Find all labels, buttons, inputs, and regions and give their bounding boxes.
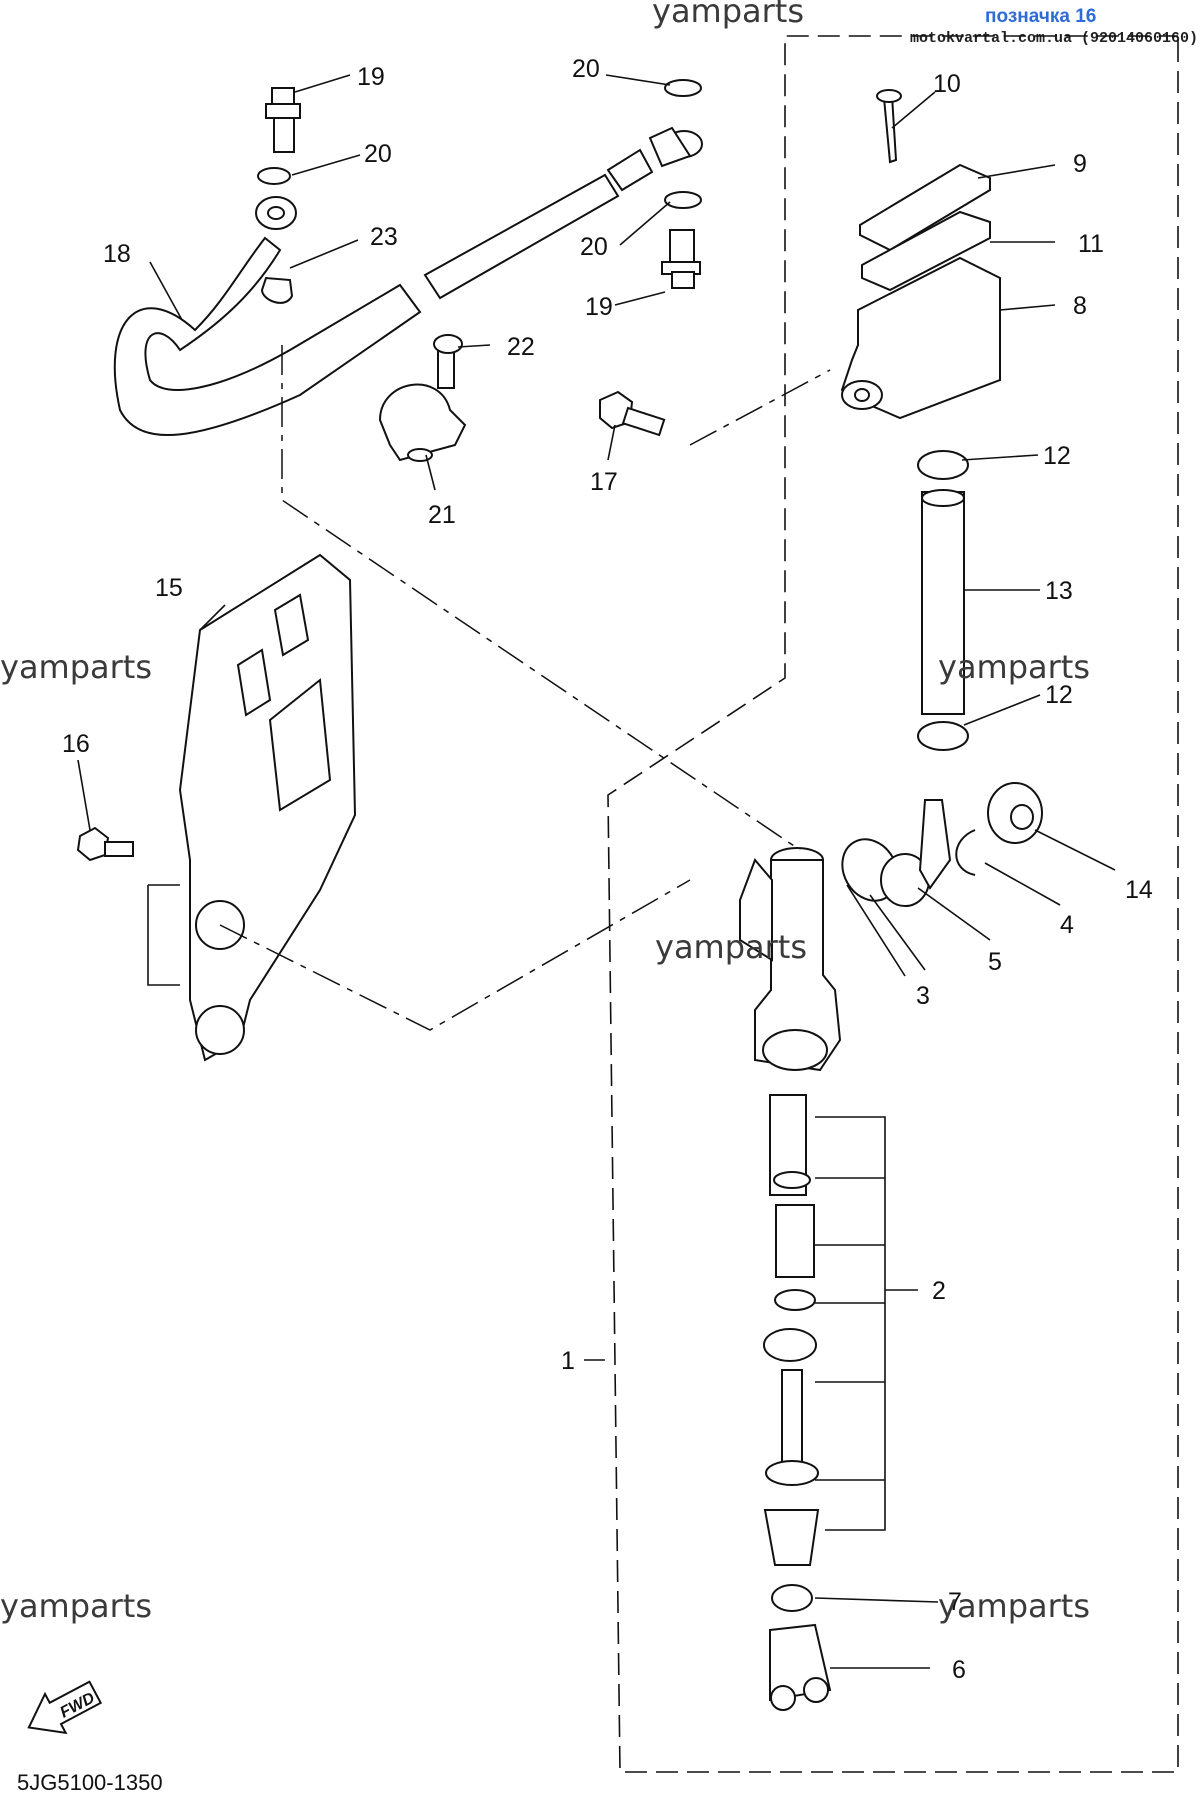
callout-7: 7	[948, 1588, 962, 1616]
callout-8: 8	[1073, 292, 1087, 320]
leader-lines	[77, 74, 1116, 1669]
hose-joint	[841, 782, 1043, 907]
callout-9: 9	[1073, 150, 1087, 178]
callout-6: 6	[952, 1656, 966, 1684]
master-cylinder-body	[739, 847, 842, 1072]
heel-guard	[76, 553, 357, 1062]
fwd-arrow-icon: FWD	[27, 1680, 103, 1735]
callout-1: 1	[561, 1347, 575, 1375]
callout-13: 13	[1045, 577, 1073, 605]
banjo-bolt-right	[661, 79, 702, 289]
callout-5: 5	[988, 948, 1002, 976]
page-link[interactable]: позначка 16	[985, 6, 1096, 27]
brake-hose	[113, 126, 703, 436]
cylinder-kit	[763, 1094, 832, 1711]
callout-12-top: 12	[1043, 442, 1071, 470]
callout-20-left: 20	[364, 140, 392, 168]
callout-4: 4	[1060, 911, 1074, 939]
callout-2: 2	[932, 1277, 946, 1305]
callout-16: 16	[62, 730, 90, 758]
callout-21: 21	[428, 501, 456, 529]
watermark: yamparts	[655, 928, 807, 966]
assembly-boundary	[607, 35, 1179, 1773]
site-reference: motokvartal.com.ua (92014060160)	[910, 30, 1198, 47]
reservoir-hose	[917, 450, 969, 751]
callout-17: 17	[590, 468, 618, 496]
callout-10: 10	[933, 70, 961, 98]
callout-20-right: 20	[580, 233, 608, 261]
guide-line-3	[219, 879, 691, 1031]
watermark: yamparts	[0, 648, 152, 686]
callout-18: 18	[103, 240, 131, 268]
hose-clamp	[378, 334, 467, 462]
callout-23: 23	[370, 223, 398, 251]
reservoir-tank	[840, 89, 1001, 420]
watermark: yamparts	[0, 1587, 152, 1625]
watermark: yamparts	[938, 648, 1090, 686]
callout-15: 15	[155, 574, 183, 602]
callout-14: 14	[1125, 876, 1153, 904]
diagram-code: 5JG5100-1350	[17, 1770, 163, 1795]
callout-12-bottom: 12	[1045, 681, 1073, 709]
callout-11: 11	[1078, 230, 1104, 258]
guide-line-2	[689, 369, 831, 446]
callout-3: 3	[916, 982, 930, 1010]
callout-19-right: 19	[585, 293, 613, 321]
watermark-top: yamparts	[652, 0, 804, 30]
banjo-bolt-left	[255, 87, 301, 304]
callout-20-top: 20	[572, 55, 600, 83]
guide-line-1	[281, 345, 801, 851]
callout-22: 22	[507, 333, 535, 361]
watermark: yamparts	[938, 1587, 1090, 1625]
union-bolt	[599, 390, 666, 437]
callout-19-left: 19	[357, 63, 385, 91]
